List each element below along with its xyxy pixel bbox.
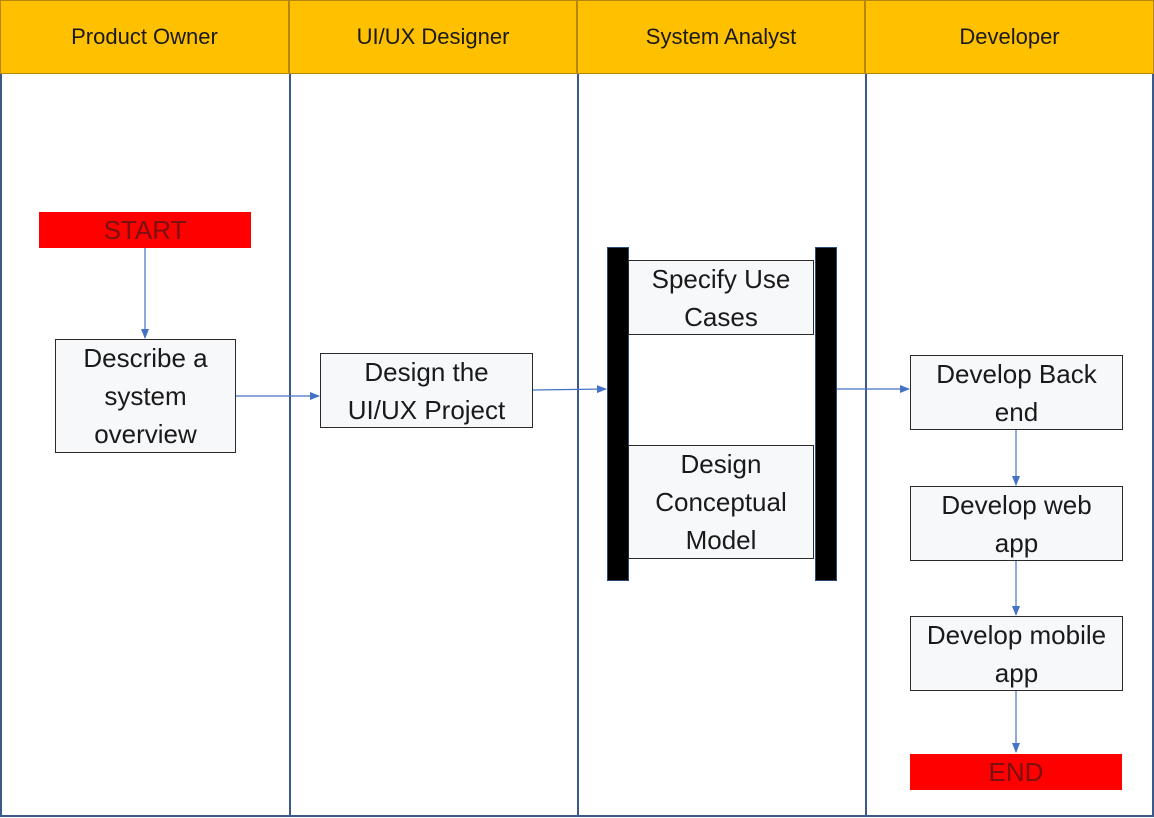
lane-product-owner bbox=[0, 74, 289, 817]
specify-use-cases-node: Specify Use Cases bbox=[628, 260, 814, 335]
join-bar bbox=[815, 247, 837, 581]
lane-header-uiux-designer: UI/UX Designer bbox=[289, 0, 577, 74]
fork-bar bbox=[607, 247, 629, 581]
end-node: END bbox=[910, 754, 1122, 790]
describe-system-overview-node: Describe a system overview bbox=[55, 339, 236, 453]
design-conceptual-model-node: Design Conceptual Model bbox=[628, 445, 814, 559]
arrow-design-uiux-to-fork bbox=[532, 385, 607, 394]
develop-back-end-node: Develop Back end bbox=[910, 355, 1123, 430]
lane-system-analyst bbox=[577, 74, 865, 817]
develop-web-app-node: Develop web app bbox=[910, 486, 1123, 561]
start-node: START bbox=[39, 212, 251, 248]
design-uiux-project-node: Design the UI/UX Project bbox=[320, 353, 533, 428]
lane-uiux-designer bbox=[289, 74, 577, 817]
lane-developer bbox=[865, 74, 1154, 817]
lane-header-product-owner: Product Owner bbox=[0, 0, 289, 74]
lane-header-developer: Developer bbox=[865, 0, 1154, 74]
lane-header-system-analyst: System Analyst bbox=[577, 0, 865, 74]
develop-mobile-app-node: Develop mobile app bbox=[910, 616, 1123, 691]
